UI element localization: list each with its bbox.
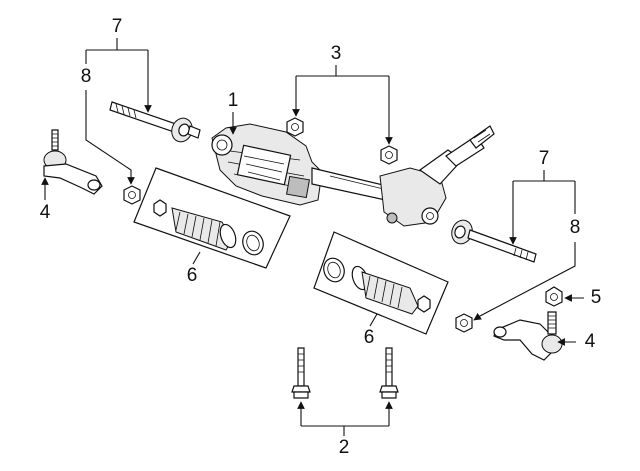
- callout-8-left: 8: [81, 66, 92, 87]
- steering-gear-assembly: [211, 123, 495, 227]
- callout-5: 5: [591, 287, 602, 308]
- jam-nut-left: [123, 185, 141, 205]
- outer-tie-rod-end-right: [493, 311, 563, 361]
- inner-tie-rod-right: [451, 219, 537, 263]
- jam-nut-right: [455, 313, 473, 333]
- callout-2: 2: [339, 437, 350, 458]
- callout-3: 3: [331, 43, 342, 64]
- callout-4-left: 4: [40, 202, 51, 223]
- callout-6-right: 6: [364, 327, 375, 348]
- callout-7-right: 7: [539, 148, 550, 169]
- callout-1: 1: [228, 90, 239, 111]
- boot-kit-right: [313, 231, 449, 335]
- boot-kit-left: [133, 167, 291, 269]
- mounting-bolt-right: [379, 347, 399, 399]
- inner-tie-rod-left: [109, 101, 201, 143]
- leader-lines: [41, 38, 584, 436]
- nut-left: [286, 117, 304, 137]
- callout-6-left: 6: [187, 265, 198, 286]
- nut-right: [380, 145, 398, 165]
- callout-7-left: 7: [112, 16, 123, 37]
- callout-4-right: 4: [585, 331, 596, 352]
- outer-tie-rod-end-left: [43, 129, 103, 195]
- outer-tie-rod-nut: [545, 286, 563, 307]
- callout-8-right: 8: [570, 217, 581, 238]
- mounting-bolt-left: [291, 347, 311, 399]
